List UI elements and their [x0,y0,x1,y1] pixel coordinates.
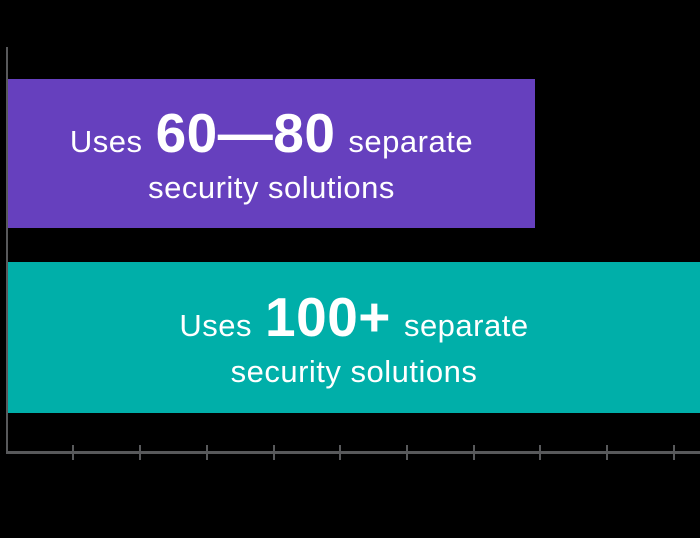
bar-label-line1: Uses 60—80 separate [70,101,473,165]
bar-label-line2: security solutions [230,354,478,390]
x-axis-line [6,451,700,454]
y-axis-line [6,47,8,454]
x-axis-tick [406,445,408,460]
x-axis-tick [339,445,341,460]
bar-label-prefix: Uses [179,308,253,344]
bar-label-line2: security solutions [148,170,395,206]
bar-label-suffix: separate [403,308,529,344]
bar-label-value: 60—80 [155,102,336,165]
bar-100-plus-solutions: Uses 100+ separate security solutions [8,262,700,413]
bar-label-line1: Uses 100+ separate [179,285,528,349]
x-axis-tick [473,445,475,460]
x-axis-tick [139,445,141,460]
x-axis-tick [206,445,208,460]
bar-label-prefix: Uses [69,124,143,160]
bar-60-80-solutions: Uses 60—80 separate security solutions [8,79,535,228]
x-axis-tick [539,445,541,460]
bar-label-suffix: separate [348,124,474,160]
x-axis-tick [606,445,608,460]
bar-label-value: 100+ [265,286,391,349]
x-axis-tick [72,445,74,460]
x-axis-tick [273,445,275,460]
x-axis-tick [673,445,675,460]
